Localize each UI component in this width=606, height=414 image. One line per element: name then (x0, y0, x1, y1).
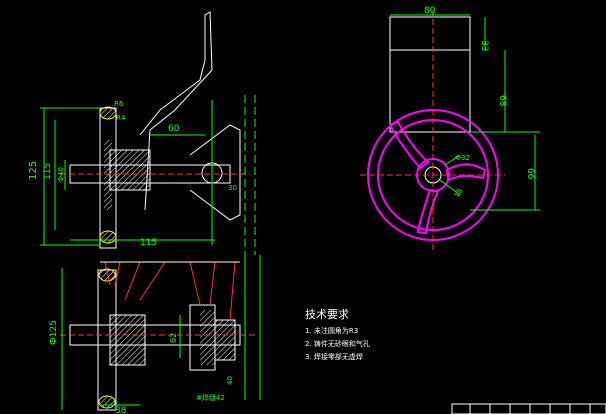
dim-115-vertical: 115 (43, 163, 53, 180)
section-view-dimensions (61, 255, 261, 410)
tech-item-3: 3. 焊接零部无虚焊 (305, 352, 363, 361)
dim-r4: R4 (116, 114, 126, 122)
dim-68: 68 (497, 95, 507, 107)
dim-80: 80 (424, 6, 436, 16)
dim-phi40: Ф40 (57, 167, 65, 182)
dim-115-horizontal: 115 (140, 238, 157, 248)
dim-18: 18 (453, 187, 464, 199)
tech-item-1: 1. 未注圆角为R3 (305, 326, 358, 335)
dim-38: 38 (115, 406, 127, 414)
dim-r6: R6 (114, 100, 124, 108)
dim-phi125: Ф125 (49, 320, 59, 345)
dim-62: 62 (169, 333, 178, 343)
front-view (360, 10, 505, 250)
title-block (451, 403, 606, 414)
front-view-dimensions (390, 14, 540, 211)
section-view (60, 261, 255, 411)
dim-phi32: Ф32 (455, 154, 470, 162)
weld-label: #焊缝42 (196, 393, 225, 402)
tech-item-2: 2. 铸件无砂眼和气孔 (305, 339, 370, 348)
dim-60: 60 (168, 124, 180, 134)
dim-33: 33 (479, 40, 489, 51)
side-view-dimensions (40, 100, 215, 246)
dim-40: 40 (226, 376, 234, 385)
tech-title: 技术要求 (305, 308, 349, 321)
dim-125: 125 (28, 161, 39, 180)
dim-66: 66 (525, 168, 535, 180)
side-view (60, 11, 256, 255)
dim-30: 30 (228, 184, 237, 192)
